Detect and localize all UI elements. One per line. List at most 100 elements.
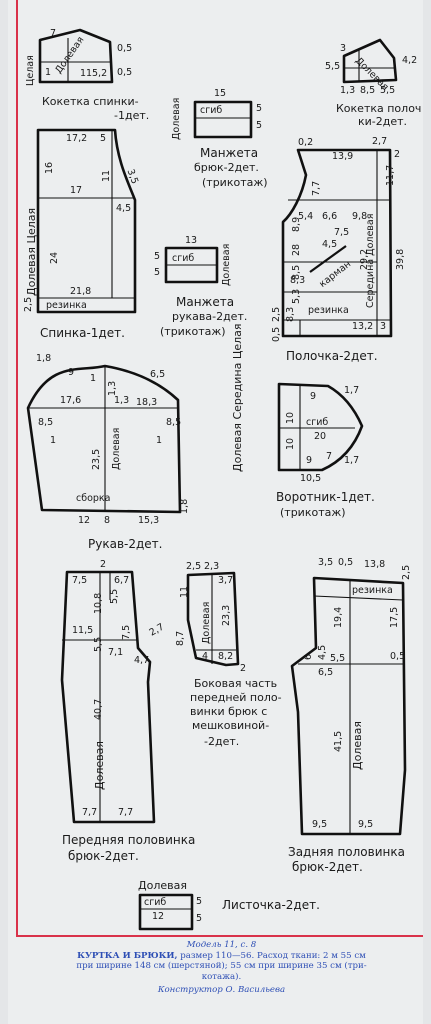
footer-size: размер 110—56. Расход ткани: 2 м 55 см (177, 950, 366, 961)
collar-dim-10a: 10 (285, 411, 296, 424)
front-dim-2: 2 (394, 149, 401, 160)
collar-dim-9a: 9 (310, 391, 317, 402)
cuff-pants-note: (трикотаж) (202, 176, 268, 189)
side-part-name5: -2дет. (204, 735, 240, 748)
pants-front-dim-55b: 5,5 (93, 636, 104, 652)
back-dim-24: 24 (49, 251, 60, 264)
pants-back-dim-415: 41,5 (333, 730, 344, 752)
back-dim-17: 17 (70, 185, 83, 196)
pants-back-dim-175: 17,5 (389, 606, 400, 628)
yoke-back-dim-05b: 0,5 (117, 67, 133, 78)
sleeve-dim-18b: 1,8 (179, 498, 190, 514)
cuff-sleeve-fold: сгиб (172, 253, 195, 264)
footer-title: КУРТКА И БРЮКИ, (77, 950, 178, 961)
pants-front-name: Передняя половинка (62, 833, 196, 847)
pants-back-grain: Долевая (351, 721, 364, 770)
pants-back-outline (290, 576, 407, 836)
pants-back-dim-194: 19,4 (333, 606, 344, 628)
pants-front-dim-75: 7,5 (72, 575, 88, 586)
pants-back-dim-138: 13,8 (364, 559, 386, 570)
cuff-sleeve-name: Манжета (176, 295, 235, 309)
footer-line2: КУРТКА И БРЮКИ, размер 110—56. Расход тк… (24, 951, 419, 962)
footer-model: Модель 11, с. 8 (186, 940, 257, 950)
front-dim-05: 0,5 (271, 326, 282, 342)
pants-front-name2: брюк-2дет. (68, 849, 139, 863)
yoke-front-dim-55b: 5,5 (380, 85, 396, 96)
pants-back-dim-65: 6,5 (318, 667, 334, 678)
sleeve-dim-13b: 1,3 (114, 395, 130, 406)
pants-back-dim-95b: 9,5 (358, 819, 374, 830)
cuff-sleeve-dim-5b: 5 (154, 267, 161, 278)
leaf-grain: Долевая (138, 879, 187, 892)
front-dim-132: 13,2 (352, 321, 374, 332)
front-dim-75: 7,5 (334, 227, 350, 238)
sleeve-dim-1c: 1 (156, 435, 163, 446)
yoke-front-dim-3: 3 (340, 43, 347, 54)
collar-dim-10b: 10 (285, 437, 296, 450)
pants-back-dim-55: 5,5 (330, 653, 346, 664)
yoke-front-name: Кокетка полоч (336, 102, 422, 115)
front-band: резинка (308, 305, 349, 316)
front-dim-53: 5,3 (291, 288, 302, 304)
pants-front-dim-55a: 5,5 (109, 588, 120, 604)
sleeve-dim-18: 1,8 (36, 353, 52, 364)
side-part-dim-4: 4 (202, 651, 209, 662)
frame-line-bottom (16, 935, 423, 937)
cuff-pants-name: Манжета (200, 146, 259, 160)
yoke-front-dim-13: 1,3 (340, 85, 356, 96)
sleeve-grain: Долевая (111, 427, 122, 470)
yoke-front-count: ки-2дет. (358, 115, 408, 128)
front-dim-54: 5,4 (298, 211, 314, 222)
collar-grain: Долевая Середина Целая (231, 323, 244, 472)
cuff-sleeve-note: (трикотаж) (160, 325, 226, 338)
cuff-pants-dim-5a: 5 (256, 103, 263, 114)
leaf-outline (138, 893, 194, 931)
collar-fold: сгиб (306, 417, 329, 428)
side-part-name4: мешковиной- (192, 719, 270, 732)
side-part-dim-82: 8,2 (218, 651, 234, 662)
cuff-sleeve-dim-5a: 5 (154, 251, 161, 262)
front-name: Полочка-2дет. (286, 349, 378, 363)
yoke-back-dim-05a: 0,5 (117, 43, 133, 54)
sleeve-dim-65: 6,5 (150, 369, 166, 380)
front-dim-117: 11,7 (385, 164, 396, 186)
footer-designer: Конструктор О. Васильева (157, 985, 286, 995)
back-name: Спинка-1дет. (40, 326, 125, 340)
back-dim-172: 17,2 (66, 133, 88, 144)
cuff-pants-grain: Долевая (171, 97, 182, 140)
pants-front-dim-67: 6,7 (114, 575, 130, 586)
sleeve-dim-176: 17,6 (60, 395, 82, 406)
front-dim-98: 9,8 (352, 211, 368, 222)
back-dim-45: 4,5 (116, 203, 132, 214)
sleeve-gather: сборка (76, 493, 111, 504)
side-part-name2: передней поло- (190, 691, 282, 704)
pants-back-band: резинка (352, 585, 393, 596)
collar-note: (трикотаж) (280, 506, 346, 519)
cuff-sleeve-grain: Долевая (221, 243, 232, 286)
sleeve-dim-153: 15,3 (138, 515, 160, 526)
collar-dim-105: 10,5 (300, 473, 322, 484)
back-dim-25: 2,5 (23, 296, 34, 312)
side-part-outline (186, 571, 240, 667)
yoke-back-dim-7: 7 (50, 28, 57, 39)
cuff-pants-dim-15: 15 (214, 88, 227, 99)
side-part-dim-233: 23,3 (221, 604, 232, 626)
side-part-dim-87: 8,7 (175, 630, 186, 646)
yoke-back-dim-11: 11 (80, 68, 93, 79)
side-part-name3: винки брюк с (190, 705, 268, 718)
pants-back-name2: брюк-2дет. (292, 860, 363, 874)
collar-dim-17a: 1,7 (344, 385, 360, 396)
front-dim-139: 13,9 (332, 151, 354, 162)
yoke-back-name: Кокетка спинки- (42, 95, 139, 108)
front-grain: Середина Долевая (365, 213, 376, 308)
leaf-fold: сгиб (144, 897, 167, 908)
back-grain: Долевая Целая (25, 207, 38, 296)
leaf-dim-5a: 5 (196, 896, 203, 907)
pants-front-dim-47: 4,7 (134, 655, 150, 666)
front-dim-77: 7,7 (311, 180, 322, 196)
side-part-dim-23: 2,3 (204, 561, 220, 572)
yoke-front-dim-42: 4,2 (402, 55, 418, 66)
pants-back-dim-6: 6 (303, 653, 314, 660)
front-dim-89: 8,9 (291, 216, 302, 232)
